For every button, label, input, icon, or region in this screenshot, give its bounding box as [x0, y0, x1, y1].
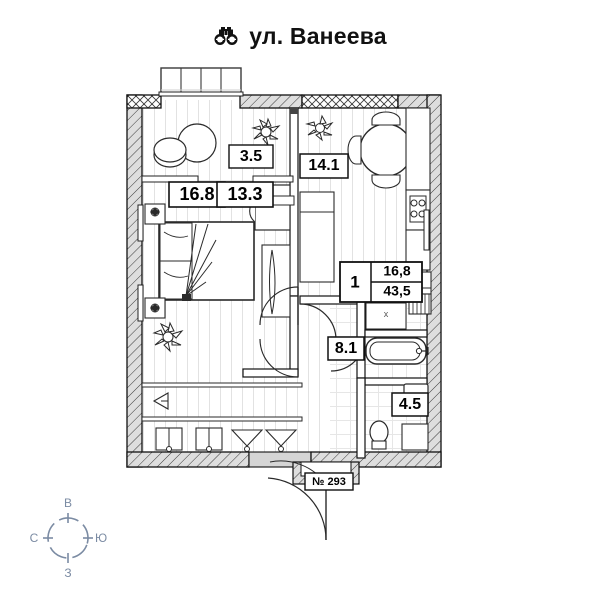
compass-east-label: В [64, 496, 72, 510]
compass-rose: В С Ю З [30, 496, 107, 580]
area-labels: 3.5 16.8 13.3 14.1 8.1 4.5 [168, 144, 429, 417]
area-value-hall: 8.1 [335, 340, 357, 357]
furniture-bathroom [365, 337, 429, 451]
area-label-loggia: 3.5 [228, 144, 274, 169]
flat-number-badge: № 293 [304, 472, 354, 491]
furniture-kitchen [299, 107, 432, 315]
area-label-living-room: 16.8 [168, 181, 226, 208]
badge-total-area: 43,5 [383, 283, 410, 299]
area-value-living-room: 16.8 [179, 184, 214, 204]
area-value-bathroom: 4.5 [399, 396, 421, 413]
balcony [158, 67, 244, 97]
compass-south-label: Ю [95, 531, 107, 545]
window-openings [137, 204, 430, 322]
compass-north-label: С [30, 531, 39, 545]
area-value-loggia: 3.5 [240, 148, 262, 165]
binoculars-icon [214, 27, 238, 45]
summary-badge: 1 16,8 43,5 [339, 261, 423, 303]
area-label-kitchen: 14.1 [299, 153, 349, 179]
furniture-lounge [141, 382, 303, 452]
area-value-kitchen: 14.1 [308, 157, 339, 174]
svg-text:x: x [384, 309, 389, 319]
badge-living-area: 16,8 [383, 263, 410, 279]
flat-number-value: № 293 [312, 476, 346, 488]
page-header: ул. Ванеева [0, 18, 600, 54]
area-label-bathroom: 4.5 [391, 392, 429, 417]
door-swings [259, 286, 366, 541]
area-label-hall: 8.1 [327, 336, 365, 361]
area-value-bedroom-zone: 13.3 [227, 184, 262, 204]
furniture-bedroom [144, 184, 295, 353]
compass-west-label: З [64, 566, 71, 580]
page-title: ул. Ванеева [249, 22, 387, 49]
badge-room-count: 1 [350, 272, 359, 291]
furniture-living-room [153, 117, 281, 168]
area-label-bedroom-zone: 13.3 [216, 181, 274, 208]
